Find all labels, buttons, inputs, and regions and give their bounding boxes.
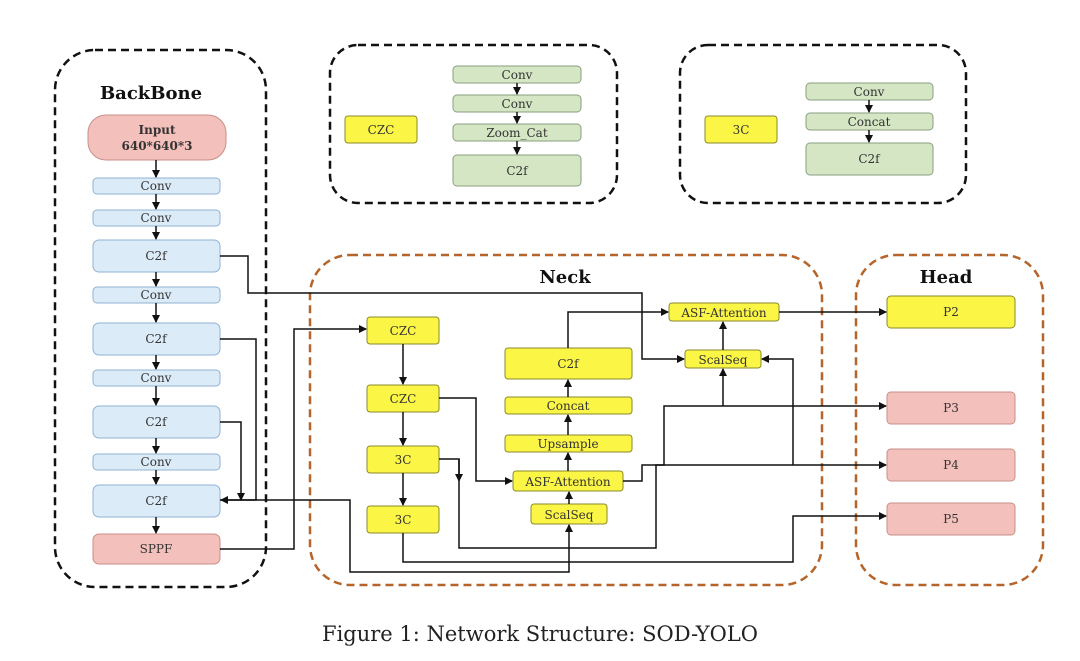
head-title: Head xyxy=(920,267,973,288)
p4-to-scalseq-top xyxy=(761,355,794,465)
head-p2-label: P2 xyxy=(943,305,959,319)
bb-conv-5-label: Conv xyxy=(141,455,172,469)
bb-conv-1-label: Conv xyxy=(141,179,172,193)
input-label-line2: 640*640*3 xyxy=(122,139,193,153)
bb-conv-2-label: Conv xyxy=(141,211,172,225)
connectors xyxy=(152,83,887,573)
bb-c2f-1-label: C2f xyxy=(145,249,168,263)
neck-c2f-label: C2f xyxy=(557,357,580,371)
neck-3c-b-label: 3C xyxy=(395,513,412,527)
bb-sppf-label: SPPF xyxy=(140,542,173,556)
neck-czc-a-label: CZC xyxy=(390,324,417,338)
c3a-to-p4 xyxy=(458,459,887,549)
backbone-container xyxy=(53,48,268,589)
head-p4-label: P4 xyxy=(943,458,959,472)
czc-legend-label: CZC xyxy=(368,123,395,137)
czc-step-c2f xyxy=(452,154,582,187)
asf-low-to-p3 xyxy=(623,402,887,482)
neck-3c-a-label: 3C xyxy=(395,453,412,467)
c3a-to-asf xyxy=(439,458,463,482)
c3b-to-p5 xyxy=(402,512,887,563)
figure-caption: Figure 1: Network Structure: SOD-YOLO xyxy=(322,622,758,646)
czc-step-c2f-label: C2f xyxy=(506,164,529,178)
neck-container xyxy=(308,253,824,587)
sppf-to-czc xyxy=(220,325,367,550)
tap-c2f3 xyxy=(220,421,245,501)
c3-legend-container xyxy=(678,43,968,205)
neck-scalseq-top-label: ScalSeq xyxy=(699,353,748,367)
c3-step-concat-label: Concat xyxy=(848,115,891,129)
head-p5 xyxy=(886,502,1016,536)
neck-asf-top-label: ASF-Attention xyxy=(680,306,767,320)
c3-step-c2f xyxy=(805,142,934,176)
backbone-title: BackBone xyxy=(100,83,202,104)
czc-step-conv-1-label: Conv xyxy=(502,68,533,82)
head-p3-label: P3 xyxy=(943,401,959,415)
input-block xyxy=(87,114,227,161)
bb-conv-3-label: Conv xyxy=(141,288,172,302)
neck-title: Neck xyxy=(539,267,591,288)
neck-czc-b-label: CZC xyxy=(390,392,417,406)
input-label-line1: Input xyxy=(139,123,176,137)
neck-scalseq-low-label: ScalSeq xyxy=(545,508,594,522)
bb-c2f-2-label: C2f xyxy=(145,332,168,346)
bb-c2f-3-label: C2f xyxy=(145,415,168,429)
czc-step-zoomcat-label: Zoom_Cat xyxy=(486,126,548,140)
czc-legend-container xyxy=(328,43,619,205)
czc-legend-swatch xyxy=(344,115,418,144)
bb-conv-4-label: Conv xyxy=(141,371,172,385)
c2f4-to-scalseq xyxy=(220,499,573,573)
bb-c2f-4-label: C2f xyxy=(145,494,168,508)
head-p5-label: P5 xyxy=(943,512,959,526)
head-container xyxy=(854,253,1045,587)
neck-upsample-label: Upsample xyxy=(537,437,598,451)
neck-asf-low-label: ASF-Attention xyxy=(524,475,611,489)
c3-legend-label: 3C xyxy=(733,123,750,137)
head-p3 xyxy=(886,391,1016,425)
skip-c2f1-scalseq xyxy=(220,255,685,363)
c3-step-conv-label: Conv xyxy=(854,85,885,99)
head-p4 xyxy=(886,448,1016,482)
c2f-to-asf-top xyxy=(567,308,669,348)
head-p2 xyxy=(886,295,1016,329)
tap-c2f2 xyxy=(220,338,257,504)
czc-step-conv-2-label: Conv xyxy=(502,97,533,111)
czcb-to-asf xyxy=(439,397,513,485)
neck-concat-label: Concat xyxy=(547,399,590,413)
c3-step-c2f-label: C2f xyxy=(858,152,881,166)
c3-legend-swatch xyxy=(704,115,778,144)
